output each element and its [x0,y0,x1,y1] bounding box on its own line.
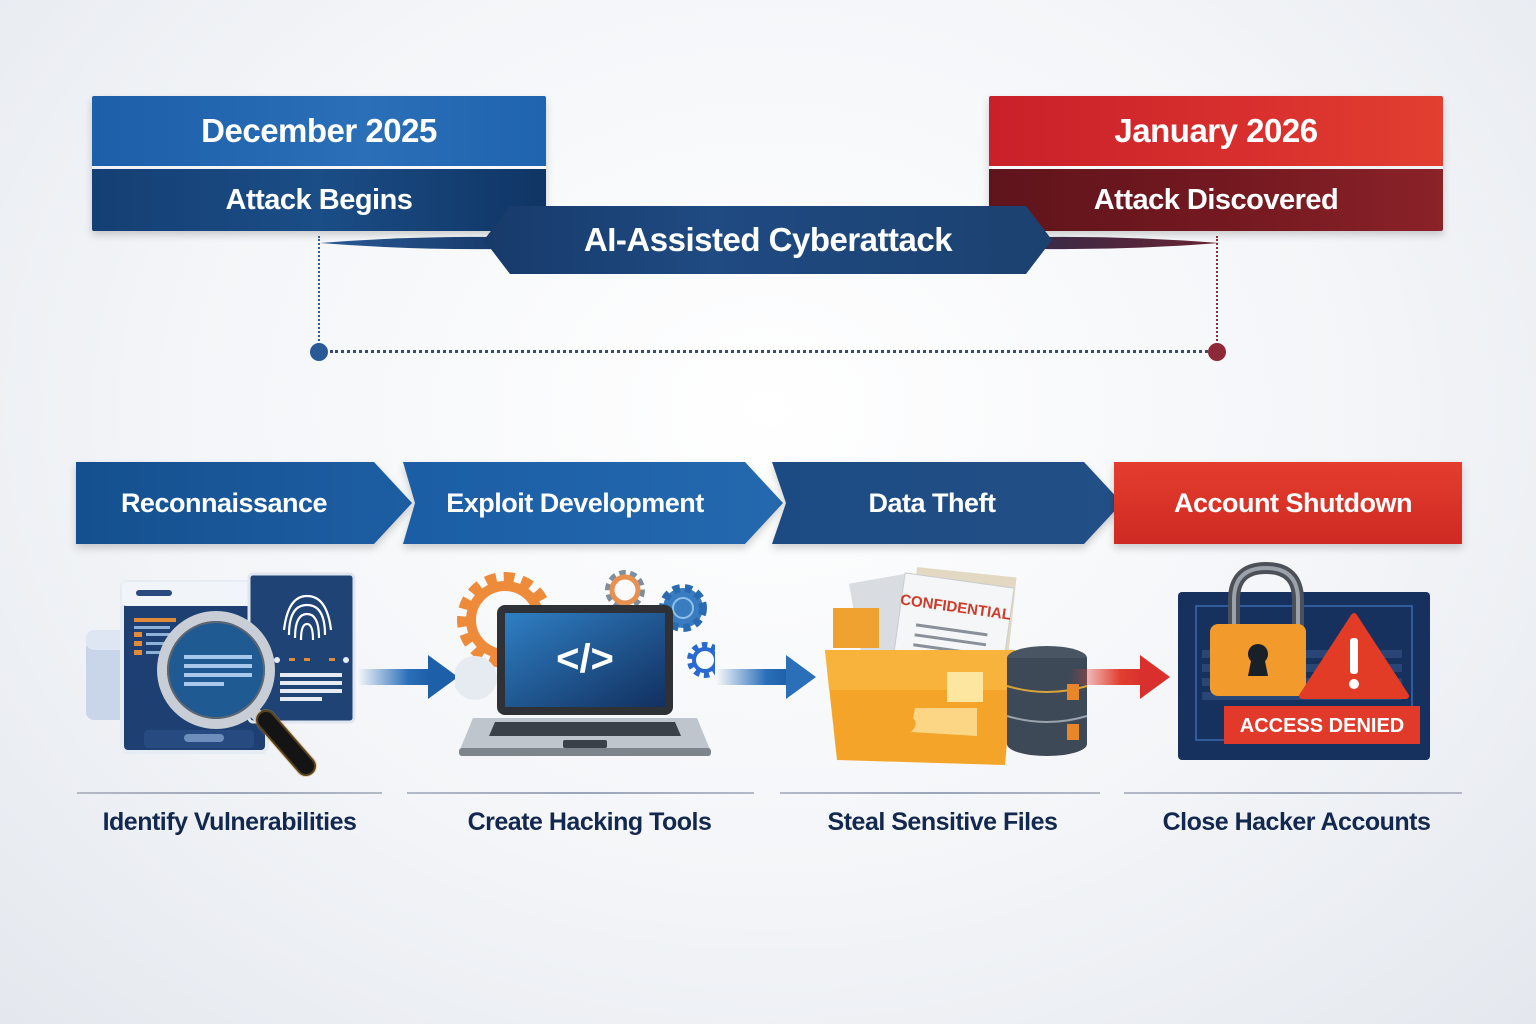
caption-divider-1 [77,792,382,794]
banner-right-wing [1040,236,1220,250]
end-date-card: January 2026 Attack Discovered [989,96,1443,231]
caption-account-shutdown: Close Hacker Accounts [1162,808,1431,836]
phase-exploit-development: Exploit Development [403,462,783,544]
phase-reconnaissance: Reconnaissance [76,462,412,544]
magnifier-fingerprint-icon [86,572,356,777]
end-date: January 2026 [989,96,1443,166]
folder-database-icon: CONFIDENTIAL [825,567,1088,765]
svg-text:ACCESS DENIED: ACCESS DENIED [1240,715,1404,737]
caption-data-theft: Steal Sensitive Files [827,808,1058,836]
start-date-card: December 2025 Attack Begins [92,96,546,231]
timeline-duration-line [330,350,1208,353]
end-marker-dot [1208,343,1226,361]
caption-reconnaissance: Identify Vulnerabilities [102,808,357,836]
caption-divider-4 [1124,792,1462,794]
phase-data-theft: Data Theft [772,462,1122,544]
attack-title-banner: AI-Assisted Cyberattack [484,206,1052,274]
laptop-code-gears-icon: </> [455,570,715,756]
end-connector [1216,236,1218,348]
flow-arrow-3 [1070,655,1170,699]
phase-account-shutdown: Account Shutdown [1114,462,1462,544]
caption-divider-2 [407,792,754,794]
start-date: December 2025 [92,96,546,166]
caption-divider-3 [780,792,1100,794]
flow-arrow-2 [716,655,816,699]
lock-warning-icon: ACCESS DENIED [1178,561,1430,760]
banner-left-wing [320,236,500,250]
caption-exploit-development: Create Hacking Tools [467,808,712,836]
start-connector [318,236,320,348]
start-event-label: Attack Begins [92,169,546,231]
start-marker-dot [310,343,328,361]
svg-text:</>: </> [556,637,614,681]
end-event-label: Attack Discovered [989,169,1443,231]
flow-arrow-1 [358,655,458,699]
